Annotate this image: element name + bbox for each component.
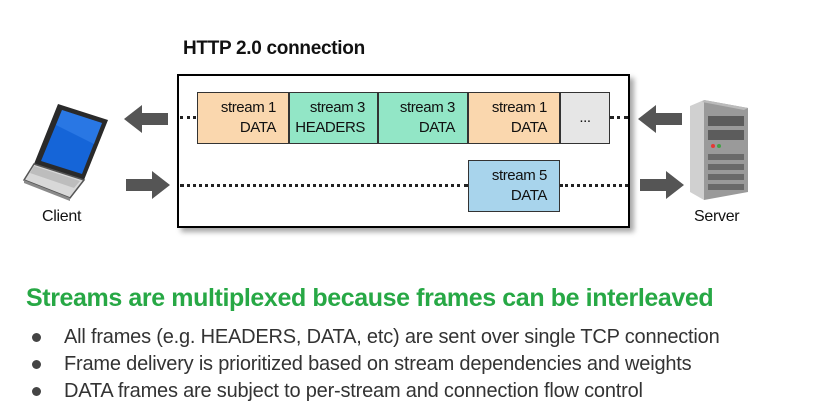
list-item: DATA frames are subject to per-stream an… bbox=[30, 378, 720, 405]
list-item: Frame delivery is prioritized based on s… bbox=[30, 351, 720, 378]
client-label: Client bbox=[42, 208, 82, 225]
connection-title: HTTP 2.0 connection bbox=[183, 38, 365, 59]
server-icon bbox=[690, 100, 748, 200]
frame-stream3-headers: stream 3 HEADERS bbox=[289, 92, 378, 144]
bullet-dot-icon bbox=[32, 387, 41, 396]
frame-stream1-data: stream 1 DATA bbox=[197, 92, 289, 144]
frame-stream1-data: stream 1 DATA bbox=[468, 92, 560, 144]
bottom-stream-line bbox=[560, 184, 628, 187]
http2-multiplexing-diagram: HTTP 2.0 connection Client Server bbox=[22, 38, 748, 228]
bullet-dot-icon bbox=[32, 360, 41, 369]
arrow-right-icon bbox=[126, 171, 170, 199]
frame-stream5-data: stream 5 DATA bbox=[468, 160, 560, 212]
top-stream-line bbox=[180, 116, 196, 119]
frame-stream3-data: stream 3 DATA bbox=[378, 92, 468, 144]
arrow-left-icon bbox=[124, 105, 168, 133]
arrow-right-icon bbox=[640, 171, 684, 199]
headline: Streams are multiplexed because frames c… bbox=[26, 284, 714, 312]
bullet-list: All frames (e.g. HEADERS, DATA, etc) are… bbox=[30, 324, 720, 405]
server-label: Server bbox=[694, 208, 740, 225]
laptop-icon bbox=[22, 104, 108, 201]
top-stream-line bbox=[610, 116, 628, 119]
frame-ellipsis: ... bbox=[560, 92, 610, 144]
arrow-left-icon bbox=[638, 105, 682, 133]
bullet-dot-icon bbox=[32, 333, 41, 342]
list-item: All frames (e.g. HEADERS, DATA, etc) are… bbox=[30, 324, 720, 351]
bottom-stream-line bbox=[180, 184, 468, 187]
